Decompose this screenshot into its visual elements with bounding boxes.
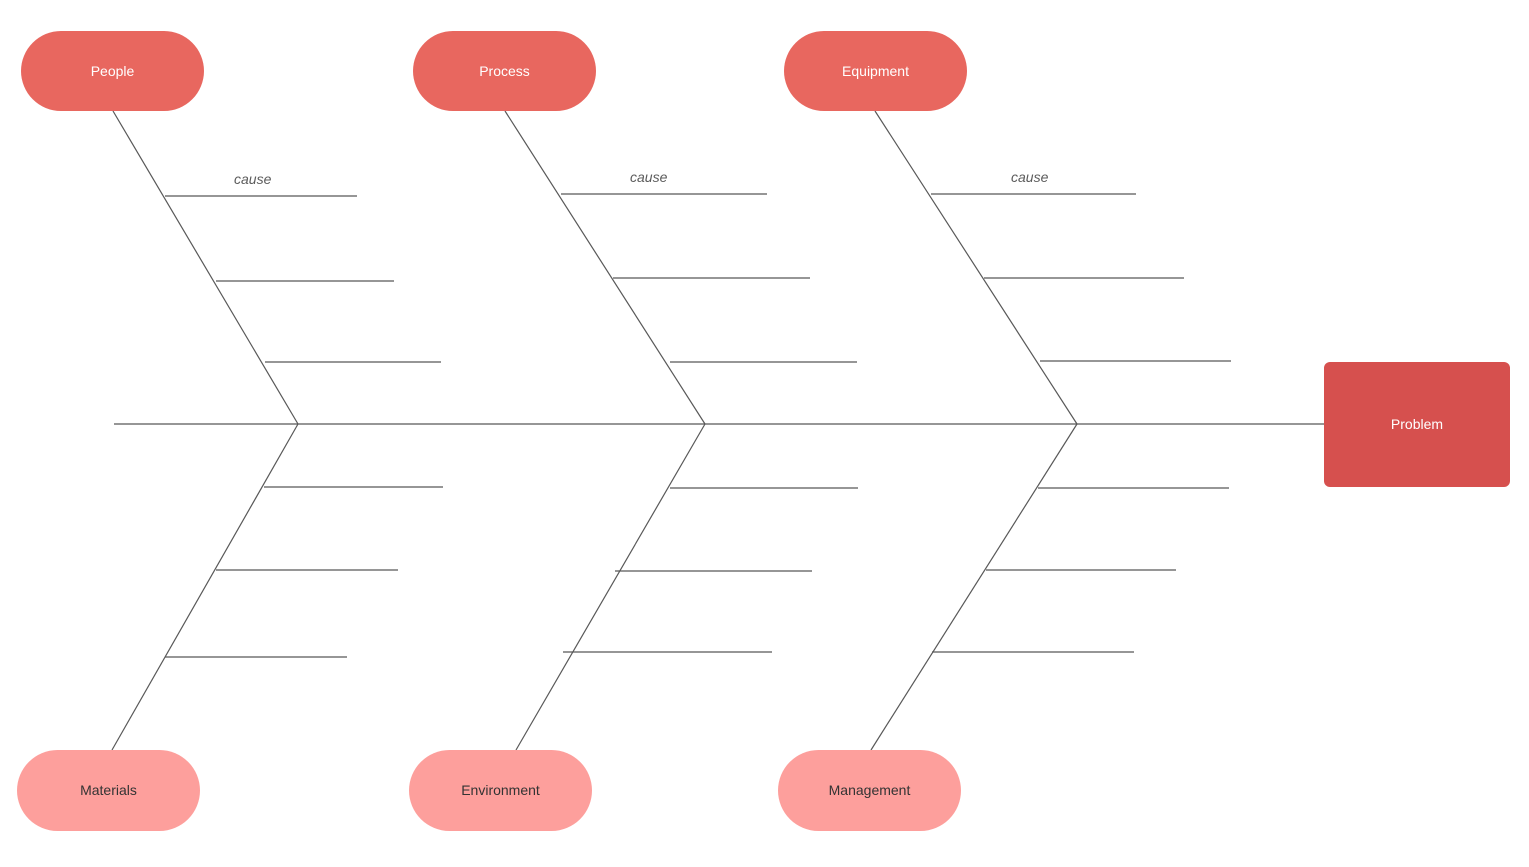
category-node-label: Management — [828, 782, 911, 799]
category-node-environment[interactable]: Environment — [409, 750, 592, 831]
category-stem-materials — [111, 423, 299, 751]
category-stem-equipment — [874, 110, 1078, 425]
category-node-label: Materials — [80, 782, 137, 799]
category-node-label: People — [90, 62, 135, 79]
cause-label-people: cause — [234, 171, 272, 187]
cause-label-process: cause — [630, 169, 668, 185]
category-node-label: Environment — [461, 782, 540, 799]
problem-node[interactable]: Problem — [1324, 362, 1510, 487]
category-node-materials[interactable]: Materials — [17, 750, 200, 831]
category-node-management[interactable]: Management — [778, 750, 961, 831]
category-node-label: Process — [479, 62, 530, 79]
category-stem-people — [112, 110, 299, 425]
cause-label-equipment: cause — [1011, 169, 1049, 185]
category-node-process[interactable]: Process — [413, 31, 596, 111]
problem-node-label: Problem — [1390, 416, 1444, 433]
category-stem-process — [504, 110, 706, 425]
category-node-equipment[interactable]: Equipment — [784, 31, 967, 111]
category-stem-environment — [515, 423, 706, 751]
category-stem-management — [870, 423, 1078, 751]
category-node-people[interactable]: People — [21, 31, 204, 111]
category-node-label: Equipment — [842, 62, 909, 79]
